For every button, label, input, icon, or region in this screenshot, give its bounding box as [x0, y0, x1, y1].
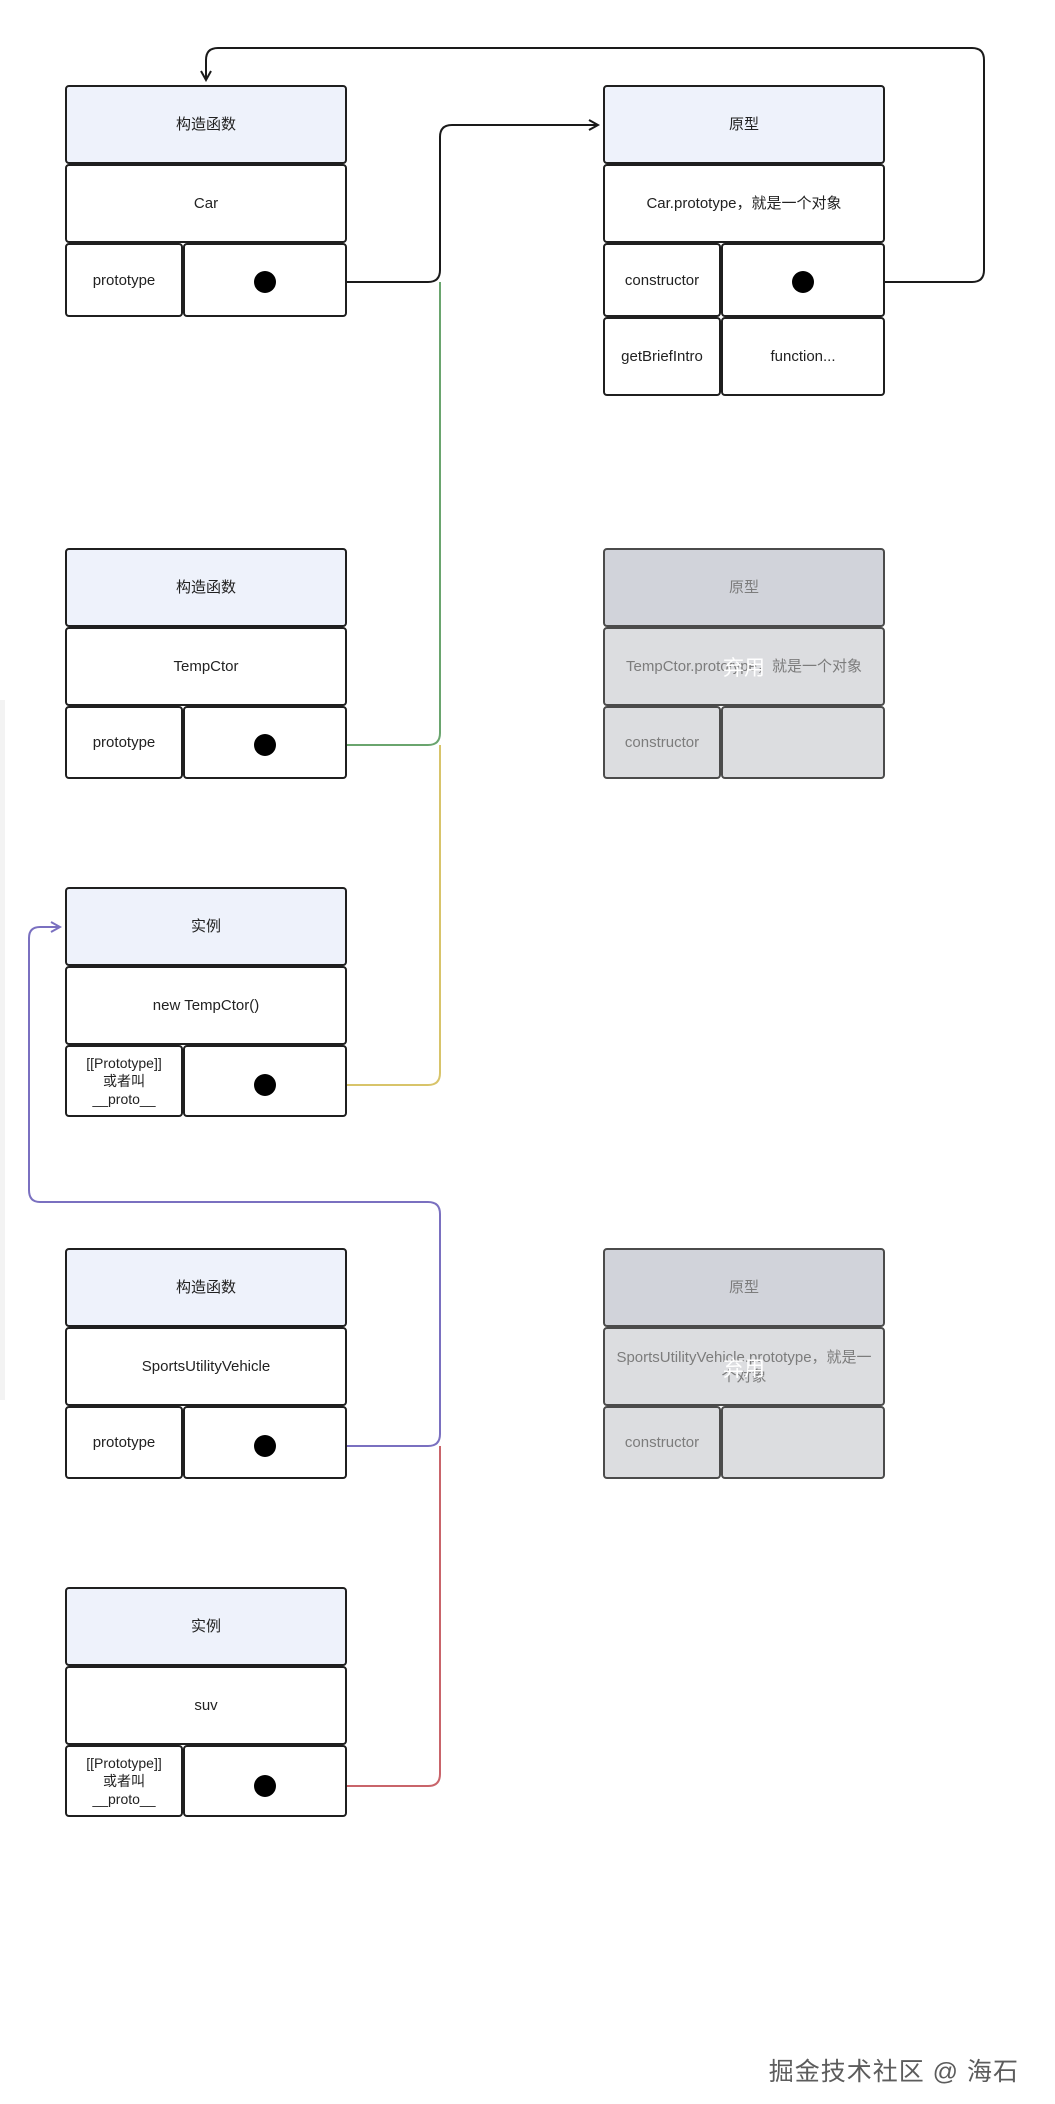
constructor-pointer — [792, 271, 814, 293]
car-header: 构造函数 — [65, 85, 347, 164]
suv-prototype-pointer — [254, 1435, 276, 1457]
car-proto-constructor-label: constructor — [603, 243, 721, 317]
suv-proto-constructor-value — [721, 1406, 885, 1479]
suv-proto-header: 原型 — [603, 1248, 885, 1327]
suv-proto-constructor-label: constructor — [603, 1406, 721, 1479]
suv-instance-proto-line — [265, 1446, 441, 1787]
tempctor-proto-header: 原型 — [603, 548, 885, 627]
suv-ctor-name: SportsUtilityVehicle — [65, 1327, 347, 1406]
tempctor-proto-constructor-label: constructor — [603, 706, 721, 779]
car-proto-header: 原型 — [603, 85, 885, 164]
suv-instance-proto-label: [[Prototype]] 或者叫 __proto__ — [65, 1745, 183, 1817]
temp-instance-name: new TempCtor() — [65, 966, 347, 1045]
temp-instance-proto-label: [[Prototype]] 或者叫 __proto__ — [65, 1045, 183, 1117]
suv-prototype-arrow — [28, 927, 441, 1447]
tempctor-prototype-label: prototype — [65, 706, 183, 779]
tempctor-prototype-pointer — [254, 734, 276, 756]
tempctor-prototype-line — [265, 282, 441, 746]
car-name: Car — [65, 164, 347, 243]
suv-ctor-prototype-label: prototype — [65, 1406, 183, 1479]
car-prototype-pointer — [254, 271, 276, 293]
car-proto-getbriefintro-label: getBriefIntro — [603, 317, 721, 396]
tempctor-name: TempCtor — [65, 627, 347, 706]
car-prototype-arrow — [265, 125, 598, 283]
tempctor-header: 构造函数 — [65, 548, 347, 627]
suv-instance-header: 实例 — [65, 1587, 347, 1666]
suv-instance-proto-pointer — [254, 1775, 276, 1797]
suv-ctor-header: 构造函数 — [65, 1248, 347, 1327]
temp-instance-proto-line — [265, 745, 441, 1086]
suv-instance-name: suv — [65, 1666, 347, 1745]
car-proto-name: Car.prototype，就是一个对象 — [603, 164, 885, 243]
watermark: 掘金技术社区 @ 海石 — [768, 2058, 1019, 2086]
constructor-arrow — [206, 47, 985, 283]
tempctor-proto-name: TempCtor.prototype，就是一个对象 — [603, 627, 885, 706]
suv-proto-name: SportsUtilityVehicle.prototype，就是一个对象 — [603, 1327, 885, 1406]
car-prototype-label: prototype — [65, 243, 183, 317]
left-edge-strip — [0, 700, 5, 1400]
car-proto-getbriefintro-value: function... — [721, 317, 885, 396]
tempctor-proto-constructor-value — [721, 706, 885, 779]
temp-instance-proto-pointer — [254, 1074, 276, 1096]
temp-instance-header: 实例 — [65, 887, 347, 966]
